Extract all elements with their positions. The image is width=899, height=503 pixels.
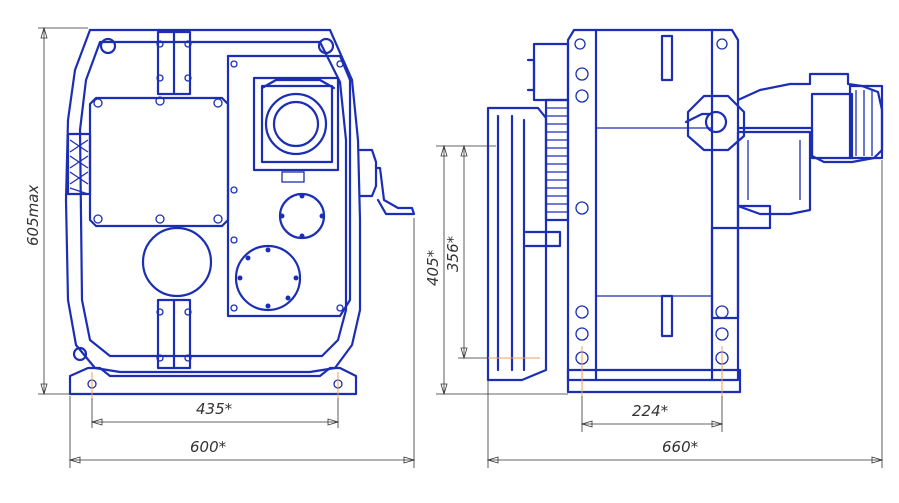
dim-side-height-1: 405* <box>424 249 442 286</box>
side-view <box>486 28 884 394</box>
dim-side-overall-width: 660* <box>662 438 699 456</box>
dim-side-height-2: 356* <box>444 235 462 272</box>
dim-side-mount-width: 224* <box>632 402 669 420</box>
front-dimensions <box>38 26 416 468</box>
dim-front-mount-width: 435* <box>196 400 233 418</box>
dim-front-overall-width: 600* <box>190 438 227 456</box>
front-view <box>64 28 416 398</box>
dim-front-height: 605max <box>24 185 42 246</box>
side-dimensions <box>436 144 884 468</box>
